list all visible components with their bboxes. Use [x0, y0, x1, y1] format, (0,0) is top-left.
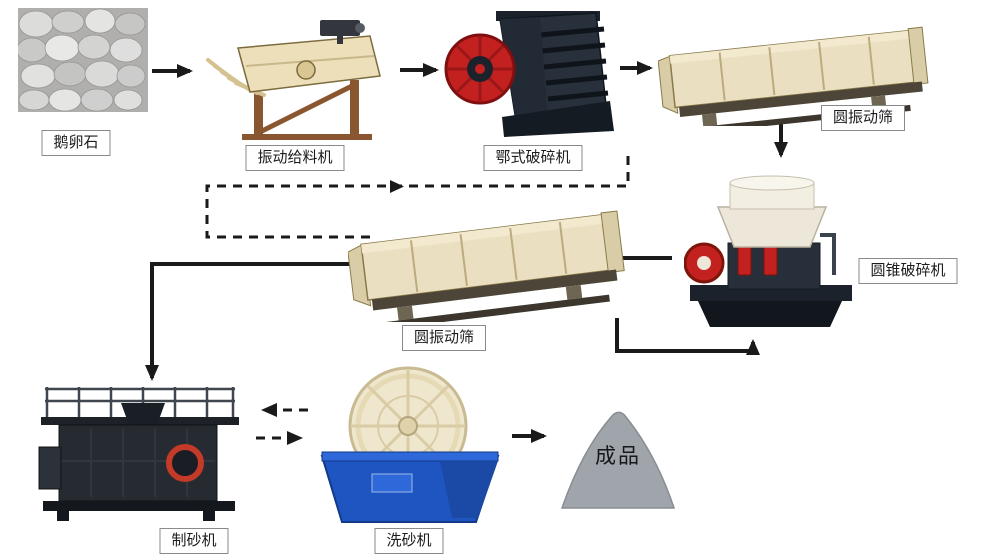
- arrow-screen-mid-return-to-cone-crusher: [615, 318, 760, 355]
- dashed-return-direction-arrowhead: [390, 180, 404, 193]
- jaw-front-plate: [500, 17, 548, 121]
- arrow-screen-mid-to-sand-maker: [145, 262, 366, 381]
- pebbles-photo: [18, 8, 148, 112]
- sand-maker-illustration: [38, 387, 239, 521]
- washer-name-plate: [371, 473, 413, 493]
- screen-top-ribs: [718, 36, 875, 101]
- screen-mid-skid: [384, 294, 610, 322]
- label-cone-crusher: 圆锥破碎机: [858, 258, 958, 284]
- cone-crusher-illustration: [684, 175, 852, 327]
- dashed-arrows: [205, 156, 630, 445]
- label-sand-washer: 洗砂机: [374, 528, 444, 554]
- screen-mid-spring-left: [397, 305, 414, 321]
- product-pile-shape: [560, 411, 676, 509]
- sand-maker-hopper: [121, 403, 165, 425]
- label-screen-top: 圆振动筛: [820, 105, 906, 131]
- sand-washer-illustration: [320, 366, 500, 523]
- feeder-deck-line: [245, 55, 375, 67]
- pebble-stones: [18, 8, 146, 112]
- screen-top-underframe: [679, 81, 923, 117]
- jaw-crusher-illustration: [444, 11, 614, 137]
- feeder-motor: [320, 20, 365, 44]
- feeder-stand: [242, 80, 372, 140]
- screen-mid-assembly: [348, 210, 625, 322]
- circular-vibrating-screen-mid-illustration: [348, 210, 625, 322]
- cone-bowl: [716, 206, 828, 248]
- solid-arrows: [145, 61, 788, 443]
- feeder-vibrator: [296, 60, 316, 80]
- vibrating-feeder-illustration: [206, 20, 381, 140]
- cone-pipe: [820, 233, 836, 275]
- jaw-flywheel: [444, 33, 516, 105]
- sand-maker-red-ring: [166, 444, 204, 482]
- sand-maker-base: [43, 501, 235, 521]
- screen-top-spring-left: [702, 113, 718, 126]
- label-pebbles: 鹅卵石: [41, 130, 111, 156]
- dashed-return-screen-mid-to-jaw-crusher: [205, 156, 630, 239]
- cone-base-skirt: [698, 301, 842, 327]
- label-sand-maker: 制砂机: [159, 528, 229, 554]
- screen-mid-underframe: [371, 269, 618, 311]
- screen-top-rim: [669, 29, 922, 64]
- sand-maker-motor: [38, 446, 62, 490]
- screen-mid-spring-right: [565, 284, 583, 300]
- cone-drive-wheel: [684, 242, 725, 284]
- jaw-side-slats: [539, 26, 609, 102]
- product-pile: [560, 411, 676, 509]
- label-vibrating-feeder: 振动给料机: [245, 145, 345, 171]
- washer-tub: [320, 451, 500, 523]
- screen-mid-rim: [361, 213, 615, 254]
- screen-mid-ribs: [409, 221, 568, 293]
- label-screen-mid: 圆振动筛: [401, 325, 487, 351]
- label-jaw-crusher: 鄂式破碎机: [483, 145, 583, 171]
- label-final-product: 成品: [595, 445, 641, 468]
- cone-top-cap: [729, 175, 815, 191]
- jaw-base: [502, 101, 614, 137]
